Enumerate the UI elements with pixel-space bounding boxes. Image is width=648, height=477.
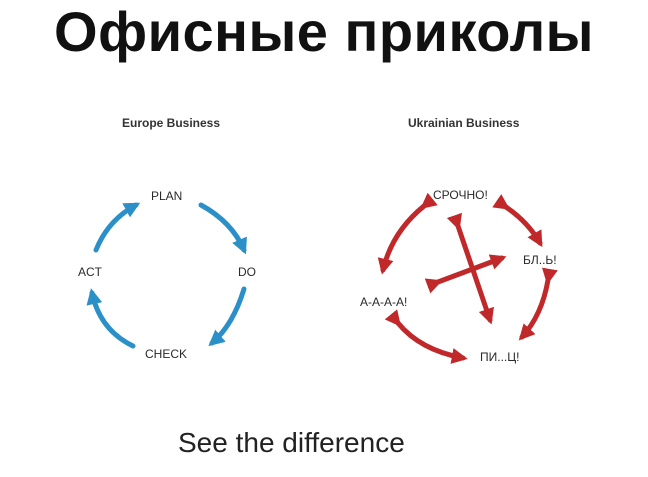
- arrow-check-to-act: [86, 288, 136, 349]
- arrow-bl-to-pits: [518, 267, 558, 341]
- node-srochno: СРОЧНО!: [433, 188, 488, 202]
- ukraine-panel-title: Ukrainian Business: [408, 116, 520, 130]
- page-title: Офисные приколы: [54, 0, 594, 63]
- node-check: CHECK: [145, 347, 188, 361]
- arrow-do-to-check: [208, 286, 247, 347]
- arrow-act-to-plan: [93, 202, 141, 253]
- arrow-plan-to-do: [198, 202, 247, 255]
- node-plan: PLAN: [151, 189, 183, 203]
- node-aaa: А-А-А-А!: [360, 295, 408, 309]
- arrow-aaa-to-pits: [384, 309, 468, 364]
- arrow-srochno-to-bl: [492, 194, 543, 248]
- arrow-cross-diagonal-b: [424, 254, 507, 294]
- europe-panel-title: Europe Business: [122, 116, 221, 130]
- node-pits: ПИ...Ц!: [480, 350, 520, 364]
- node-bl: БЛ..Ь!: [523, 253, 557, 267]
- europe-cycle-arrows: [86, 202, 247, 349]
- arrow-srochno-to-aaa: [377, 192, 438, 275]
- node-act: ACT: [78, 265, 102, 279]
- caption: See the difference: [178, 427, 405, 458]
- node-do: DO: [238, 265, 256, 279]
- ukraine-chaos-arrows: [377, 192, 558, 364]
